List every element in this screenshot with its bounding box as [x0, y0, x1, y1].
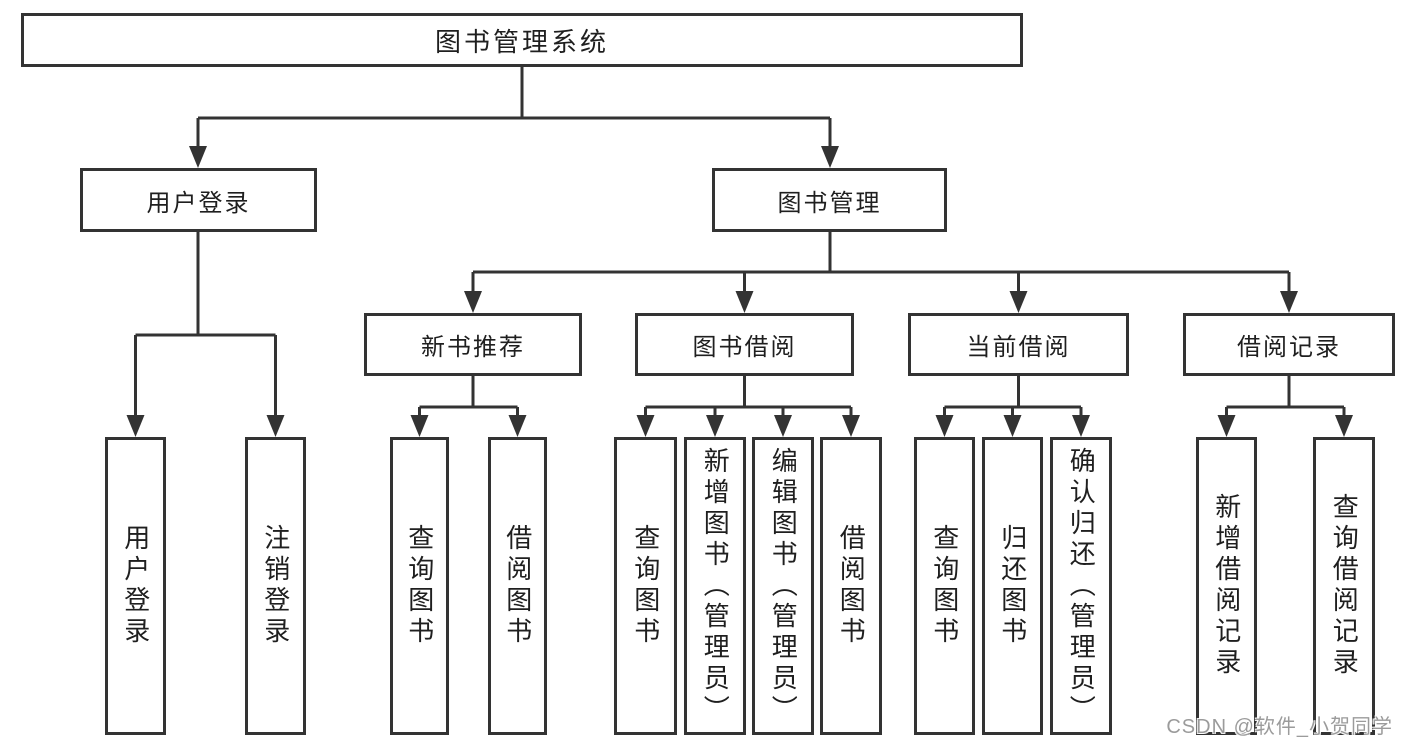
node-label: 用户登录	[120, 524, 151, 648]
node-label: 借阅记录	[1237, 334, 1341, 361]
node-borrowing-records: 借阅记录	[1183, 313, 1395, 376]
connector-current-borrowing-to-leaves	[943, 376, 1083, 417]
arrowhead-leaf-add-book-admin	[706, 415, 724, 437]
connector-user-login-to-leaves	[134, 232, 277, 417]
arrowhead-leaf-add-borrow-record	[1217, 415, 1236, 437]
leaf-edit-book-admin: 编辑图书（管理员）	[752, 437, 814, 735]
arrowheads	[126, 146, 1353, 437]
arrowhead-leaf-query-borrow-record	[1335, 415, 1353, 437]
node-label: 借阅图书	[836, 524, 867, 648]
arrowhead-new-book-recommendation	[464, 291, 482, 313]
node-label: 归还图书	[997, 524, 1028, 648]
connector-new-book-recommendation-to-leaves	[418, 376, 519, 417]
arrowhead-book-borrowing	[735, 291, 754, 313]
node-label: 新书推荐	[421, 334, 525, 361]
node-user-login: 用户登录	[80, 168, 317, 232]
node-book-management: 图书管理	[712, 168, 947, 232]
node-label: 图书借阅	[692, 334, 797, 361]
node-label: 新增图书（管理员）	[700, 446, 731, 726]
leaf-query-books-borrowing: 查询图书	[614, 437, 677, 735]
arrowhead-book-management	[821, 146, 839, 168]
node-label: 查询图书	[404, 524, 435, 648]
leaf-query-borrow-record: 查询借阅记录	[1313, 437, 1375, 735]
connector-borrowing-records-to-leaves	[1225, 376, 1346, 417]
node-label: 查询图书	[630, 524, 661, 648]
node-book-borrowing: 图书借阅	[635, 313, 854, 376]
node-label: 当前借阅	[966, 334, 1071, 361]
leaf-confirm-return-admin: 确认归还（管理员）	[1050, 437, 1112, 735]
node-label: 借阅图书	[502, 524, 533, 648]
arrowhead-leaf-borrow-books-1	[508, 415, 527, 437]
leaf-user-login: 用户登录	[105, 437, 166, 735]
arrowhead-leaf-query-books-3	[935, 415, 954, 437]
node-label: 查询图书	[929, 524, 960, 648]
leaf-borrow-books-borrowing: 借阅图书	[820, 437, 882, 735]
node-label: 新增借阅记录	[1211, 493, 1242, 679]
node-label: 图书管理	[777, 189, 882, 217]
leaf-query-books-recommendation: 查询图书	[390, 437, 449, 735]
node-current-borrowing: 当前借阅	[908, 313, 1129, 376]
leaf-add-book-admin: 新增图书（管理员）	[684, 437, 746, 735]
node-label: 注销登录	[260, 524, 291, 648]
arrowhead-leaf-borrow-books-2	[842, 415, 860, 437]
connector-book-borrowing-to-leaves	[644, 376, 853, 417]
arrowhead-leaf-user-login	[126, 415, 145, 437]
leaf-borrow-books-recommendation: 借阅图书	[488, 437, 547, 735]
node-label: 确认归还（管理员）	[1066, 446, 1097, 726]
arrowhead-leaf-edit-book-admin	[774, 415, 792, 437]
arrowhead-user-login	[189, 146, 207, 168]
leaf-query-books-current: 查询图书	[914, 437, 975, 735]
node-label: 图书管理系统	[434, 26, 609, 57]
arrowhead-leaf-query-books-1	[410, 415, 429, 437]
node-label: 查询借阅记录	[1329, 493, 1360, 679]
connector-book-management-to-level3	[471, 232, 1291, 293]
leaf-logout: 注销登录	[245, 437, 306, 735]
node-label: 编辑图书（管理员）	[768, 446, 799, 726]
arrowhead-leaf-return-books	[1003, 415, 1022, 437]
arrowhead-leaf-logout	[266, 415, 285, 437]
node-label: 用户登录	[146, 189, 251, 217]
node-library-management-system: 图书管理系统	[21, 13, 1023, 67]
leaf-add-borrow-record: 新增借阅记录	[1196, 437, 1257, 735]
node-new-book-recommendation: 新书推荐	[364, 313, 582, 376]
connector-root-to-level2	[196, 66, 832, 148]
arrowhead-current-borrowing	[1009, 291, 1028, 313]
arrowhead-leaf-confirm-return-admin	[1072, 415, 1090, 437]
leaf-return-books: 归还图书	[982, 437, 1043, 735]
arrowhead-borrowing-records	[1280, 291, 1298, 313]
watermark-csdn: CSDN @软件_小贺同学	[1166, 716, 1393, 738]
arrowhead-leaf-query-books-2	[636, 415, 655, 437]
